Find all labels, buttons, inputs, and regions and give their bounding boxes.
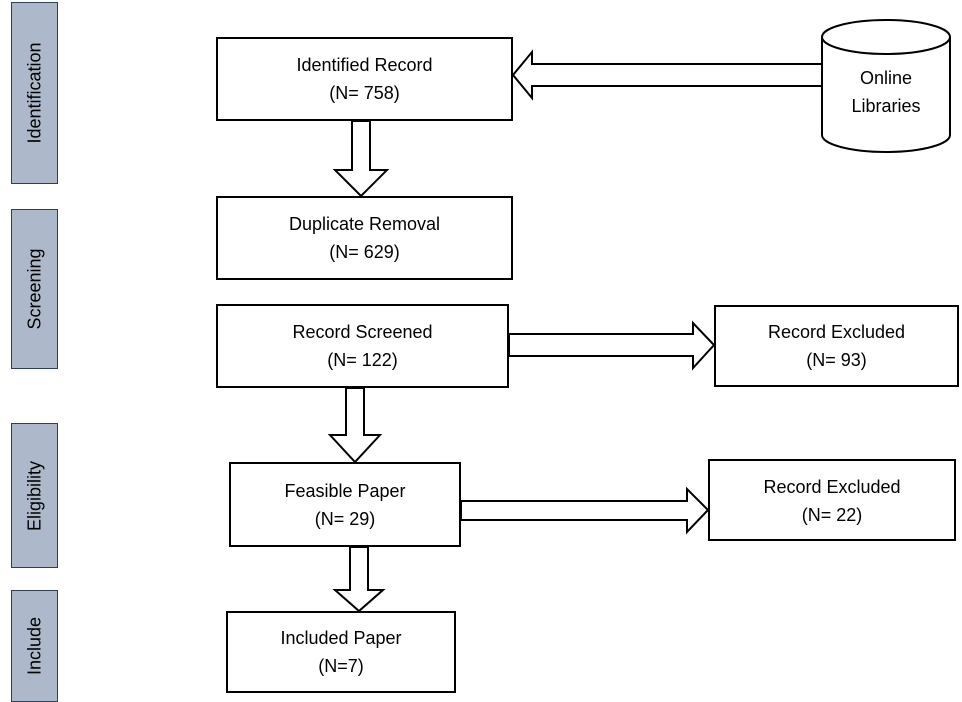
arrow-screened-to-feasible xyxy=(327,387,383,464)
stage-eligibility: Eligibility xyxy=(11,423,58,568)
source-line1: Online xyxy=(859,68,913,88)
excluded-screening-count: (N= 93) xyxy=(806,350,867,370)
excluded-screening-title: Record Excluded xyxy=(767,322,906,342)
stage-include: Include xyxy=(11,590,58,702)
box-record-excluded-eligibility: Record Excluded (N= 22) xyxy=(708,459,956,541)
excluded-eligibility-count: (N= 22) xyxy=(801,505,863,525)
screened-title: Record Screened xyxy=(292,322,433,342)
source-label: Online Libraries xyxy=(822,64,950,120)
identified-count: (N= 758) xyxy=(329,83,400,103)
duplicate-title: Duplicate Removal xyxy=(288,214,441,234)
feasible-title: Feasible Paper xyxy=(284,480,406,501)
identified-title: Identified Record xyxy=(296,55,433,75)
feasible-count: (N= 29) xyxy=(314,508,376,529)
arrow-screened-to-excluded xyxy=(508,320,716,371)
box-identified-record: Identified Record (N= 758) xyxy=(216,37,513,121)
box-included-paper: Included Paper (N=7) xyxy=(226,611,456,693)
arrow-feasible-to-excluded xyxy=(460,486,710,535)
excluded-eligibility-title: Record Excluded xyxy=(763,477,901,497)
arrow-source-to-identified xyxy=(511,49,823,101)
arrow-identified-to-duplicate xyxy=(332,120,390,198)
database-icon xyxy=(821,19,951,153)
stage-identification: Identification xyxy=(11,2,58,184)
box-record-screened: Record Screened (N= 122) xyxy=(216,304,509,388)
stage-screening: Screening xyxy=(11,209,58,369)
box-duplicate-removal: Duplicate Removal (N= 629) xyxy=(216,196,513,280)
duplicate-count: (N= 629) xyxy=(329,242,400,262)
arrow-feasible-to-included xyxy=(332,546,386,613)
box-record-excluded-screening: Record Excluded (N= 93) xyxy=(714,305,959,387)
included-title: Included Paper xyxy=(280,628,402,648)
screened-count: (N= 122) xyxy=(327,350,398,370)
source-line2: Libraries xyxy=(851,96,921,116)
box-feasible-paper: Feasible Paper (N= 29) xyxy=(229,462,461,547)
included-count: (N=7) xyxy=(318,656,364,676)
